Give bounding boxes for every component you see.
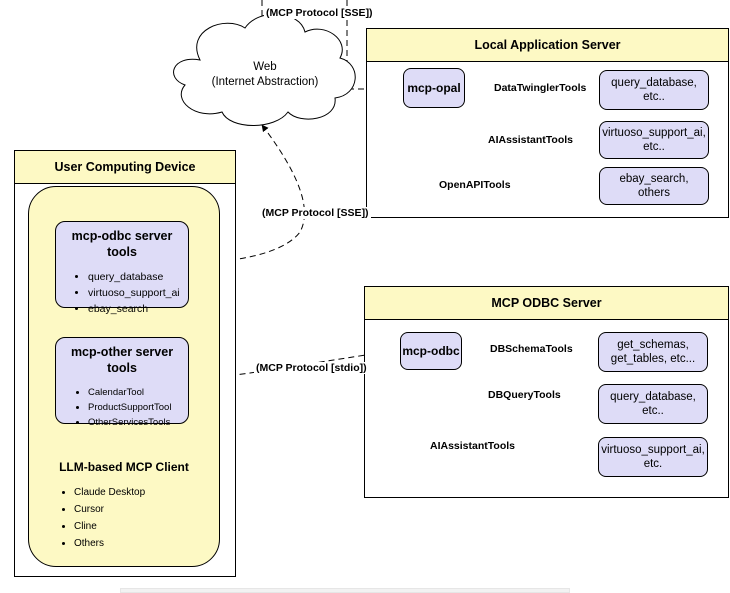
edge-label-aiassistant-odbc: AIAssistantTools	[428, 440, 517, 452]
other-tools-title-line2: tools	[107, 361, 137, 376]
local-target-query-database: query_database, etc..	[599, 70, 709, 110]
odbc-target-virtuoso-support-ai: virtuoso_support_ai, etc.	[598, 437, 708, 477]
target-line1: ebay_search,	[619, 172, 689, 185]
list-item: query_database	[88, 269, 180, 285]
odbc-tools-title-line1: mcp-odbc server	[71, 229, 173, 243]
target-line1: virtuoso_support_ai,	[602, 126, 706, 139]
target-line2: others	[638, 187, 670, 199]
odbc-server-title: MCP ODBC Server	[365, 287, 728, 320]
odbc-tools-title-line2: tools	[107, 245, 137, 260]
target-line1: virtuoso_support_ai,	[601, 443, 705, 456]
client-title: LLM-based MCP Client	[59, 460, 189, 474]
local-target-ebay-search: ebay_search,others	[599, 167, 709, 205]
edge-label-aiassistant-local: AIAssistantTools	[486, 134, 575, 146]
edge-label-dbschema: DBSchemaTools	[488, 343, 575, 355]
list-item: virtuoso_support_ai	[88, 285, 180, 301]
list-item: ProductSupportTool	[88, 400, 180, 415]
mcp-other-server-tools-box: mcp-other server tools CalendarTool Prod…	[55, 337, 189, 428]
list-item: CalendarTool	[88, 385, 180, 400]
cloud-shape	[173, 13, 356, 126]
target-line2: etc.	[643, 458, 663, 470]
target-line2: etc..	[643, 141, 665, 153]
client-list: Claude Desktop Cursor Cline Others	[48, 484, 200, 552]
cloud-label-line1: Web	[253, 61, 277, 73]
edge-label-datatwingler: DataTwinglerTools	[492, 82, 589, 94]
mcp-odbc-server-tools-box: mcp-odbc server tools query_database vir…	[55, 221, 189, 315]
target-line1: get_schemas,	[617, 338, 689, 351]
cloud-label: Web (Internet Abstraction)	[200, 60, 330, 90]
other-tools-title: mcp-other server tools	[64, 344, 180, 377]
edge-label-dbquery: DBQueryTools	[486, 389, 563, 401]
target-line1: query_database,	[610, 390, 696, 403]
protocol-label-sse-top: (MCP Protocol [SSE])	[264, 7, 375, 19]
device-title: User Computing Device	[15, 151, 235, 184]
other-tools-title-line1: mcp-other server	[70, 345, 174, 359]
local-server-title: Local Application Server	[367, 29, 728, 62]
list-item: Cursor	[74, 501, 200, 518]
target-line2: etc..	[642, 405, 664, 417]
llm-mcp-client-block: LLM-based MCP Client Claude Desktop Curs…	[48, 460, 200, 552]
target-line1: query_database,	[611, 76, 697, 89]
list-item: ebay_search	[88, 301, 180, 317]
target-line2: get_tables, etc...	[610, 353, 696, 365]
odbc-tools-title: mcp-odbc server tools	[64, 228, 180, 261]
mcp-odbc-node: mcp-odbc	[400, 332, 462, 370]
mcp-opal-node: mcp-opal	[403, 68, 465, 108]
list-item: OtherServicesTools	[88, 415, 180, 430]
odbc-target-get-schemas: get_schemas, get_tables, etc...	[598, 332, 708, 372]
odbc-target-query-database: query_database, etc..	[598, 384, 708, 424]
other-tools-list: CalendarTool ProductSupportTool OtherSer…	[64, 385, 180, 431]
odbc-tools-list: query_database virtuoso_support_ai ebay_…	[64, 269, 180, 318]
list-item: Cline	[74, 518, 200, 535]
list-item: Others	[74, 535, 200, 552]
cloud-label-line2: (Internet Abstraction)	[211, 75, 319, 88]
protocol-label-stdio: (MCP Protocol [stdio])	[254, 362, 369, 374]
list-item: Claude Desktop	[74, 484, 200, 501]
local-target-virtuoso-support-ai: virtuoso_support_ai, etc..	[599, 121, 709, 159]
target-line2: etc..	[643, 91, 665, 103]
edge-label-openapi: OpenAPITools	[437, 179, 513, 191]
protocol-label-sse-mid: (MCP Protocol [SSE])	[260, 207, 371, 219]
bottom-bar	[120, 588, 570, 593]
